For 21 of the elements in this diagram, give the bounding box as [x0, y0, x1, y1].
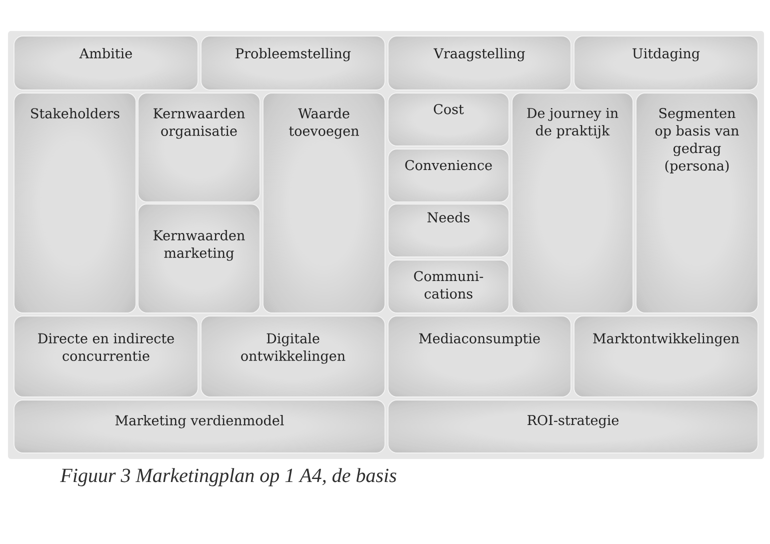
plan-block: Kernwaarden organisatie	[138, 92, 260, 202]
plan-block: Mediaconsumptie	[388, 316, 572, 398]
plan-block: Vraagstelling	[388, 36, 572, 90]
plan-block: Segmenten op basis van gedrag (persona)	[636, 92, 758, 314]
plan-block: Needs	[388, 204, 510, 258]
plan-block: Cost	[388, 92, 510, 146]
plan-block: Probleemstelling	[200, 36, 386, 90]
plan-block: Digitale ontwikkelingen	[200, 316, 386, 398]
figure-caption: Figuur 3 Marketingplan op 1 A4, de basis	[60, 468, 396, 486]
plan-block: Waarde toevoegen	[262, 92, 386, 314]
plan-block: Directe en indirecte concurrentie	[14, 316, 198, 398]
plan-block: Marketing verdienmodel	[14, 400, 386, 454]
plan-block: Stakeholders	[14, 92, 136, 314]
plan-block: Marktontwikkelingen	[574, 316, 758, 398]
plan-block: Kernwaarden marketing	[138, 204, 260, 314]
plan-block: De journey in de praktijk	[512, 92, 634, 314]
plan-block: Uitdaging	[574, 36, 758, 90]
plan-block: ROI-strategie	[388, 400, 758, 454]
plan-block: Convenience	[388, 148, 510, 202]
plan-block: Ambitie	[14, 36, 198, 90]
plan-block: Communi- cations	[388, 260, 510, 314]
